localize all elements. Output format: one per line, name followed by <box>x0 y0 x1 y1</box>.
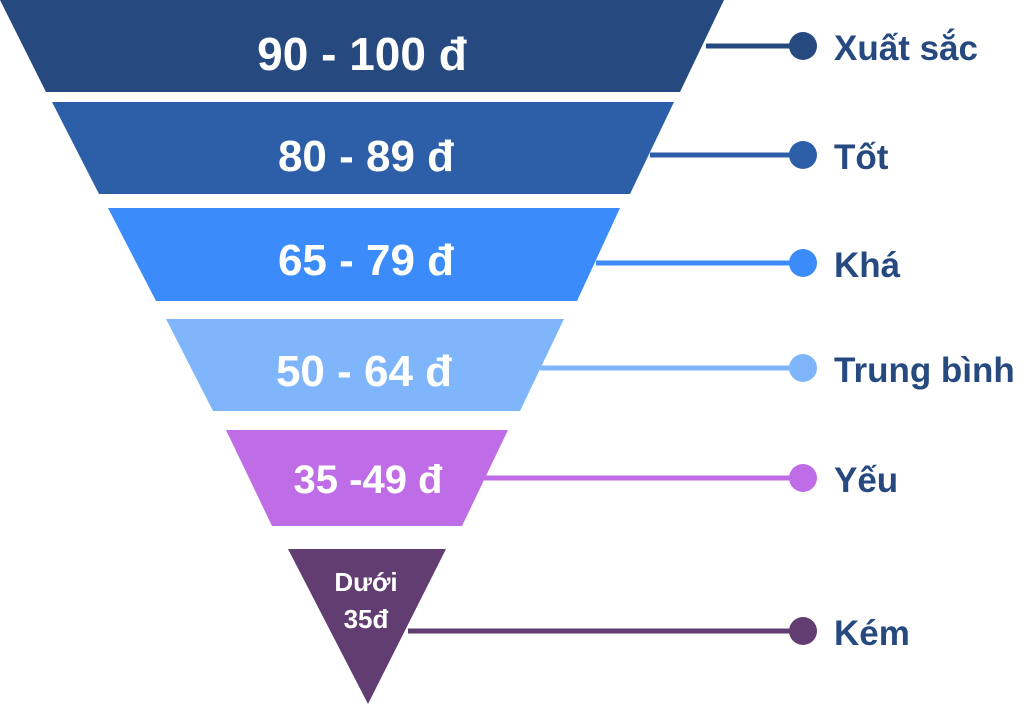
tier-weak-range: 35 -49 đ <box>294 458 444 502</box>
tier-good-category: Tốt <box>834 138 889 177</box>
tier-weak-category: Yếu <box>834 461 898 500</box>
tier-good-dot <box>789 141 817 169</box>
tier-poor-category: Kém <box>834 614 910 653</box>
tier-poor-dot <box>789 617 817 645</box>
tier-poor-range-line2: 35đ <box>344 604 389 634</box>
tier-average: 50 - 64 đ Trung bình <box>166 319 1015 411</box>
tier-average-category: Trung bình <box>834 351 1015 390</box>
tier-good-shape <box>52 102 674 194</box>
tier-average-shape <box>166 319 564 411</box>
tier-average-dot <box>789 354 817 382</box>
tier-poor-range-line1: Dưới <box>334 567 397 597</box>
tier-excellent-dot <box>789 32 817 60</box>
tier-weak: 35 -49 đ Yếu <box>226 430 898 526</box>
tier-weak-shape <box>226 430 508 526</box>
tier-excellent-shape <box>0 0 724 92</box>
tier-good: 80 - 89 đ Tốt <box>52 102 889 194</box>
tier-fair-dot <box>789 249 817 277</box>
tier-excellent: 90 - 100 đ Xuất sắc <box>0 0 978 92</box>
tier-average-range: 50 - 64 đ <box>276 347 452 396</box>
tier-good-range: 80 - 89 đ <box>278 132 454 181</box>
tier-poor-shape <box>288 549 446 704</box>
tier-fair-range: 65 - 79 đ <box>278 236 454 285</box>
tier-weak-dot <box>789 464 817 492</box>
tier-excellent-category: Xuất sắc <box>834 28 978 68</box>
tier-fair-shape <box>108 208 620 301</box>
tier-excellent-range: 90 - 100 đ <box>257 28 467 80</box>
tier-poor: Dưới 35đ Kém <box>288 549 910 704</box>
tier-fair: 65 - 79 đ Khá <box>108 208 901 301</box>
tier-fair-category: Khá <box>834 246 901 285</box>
